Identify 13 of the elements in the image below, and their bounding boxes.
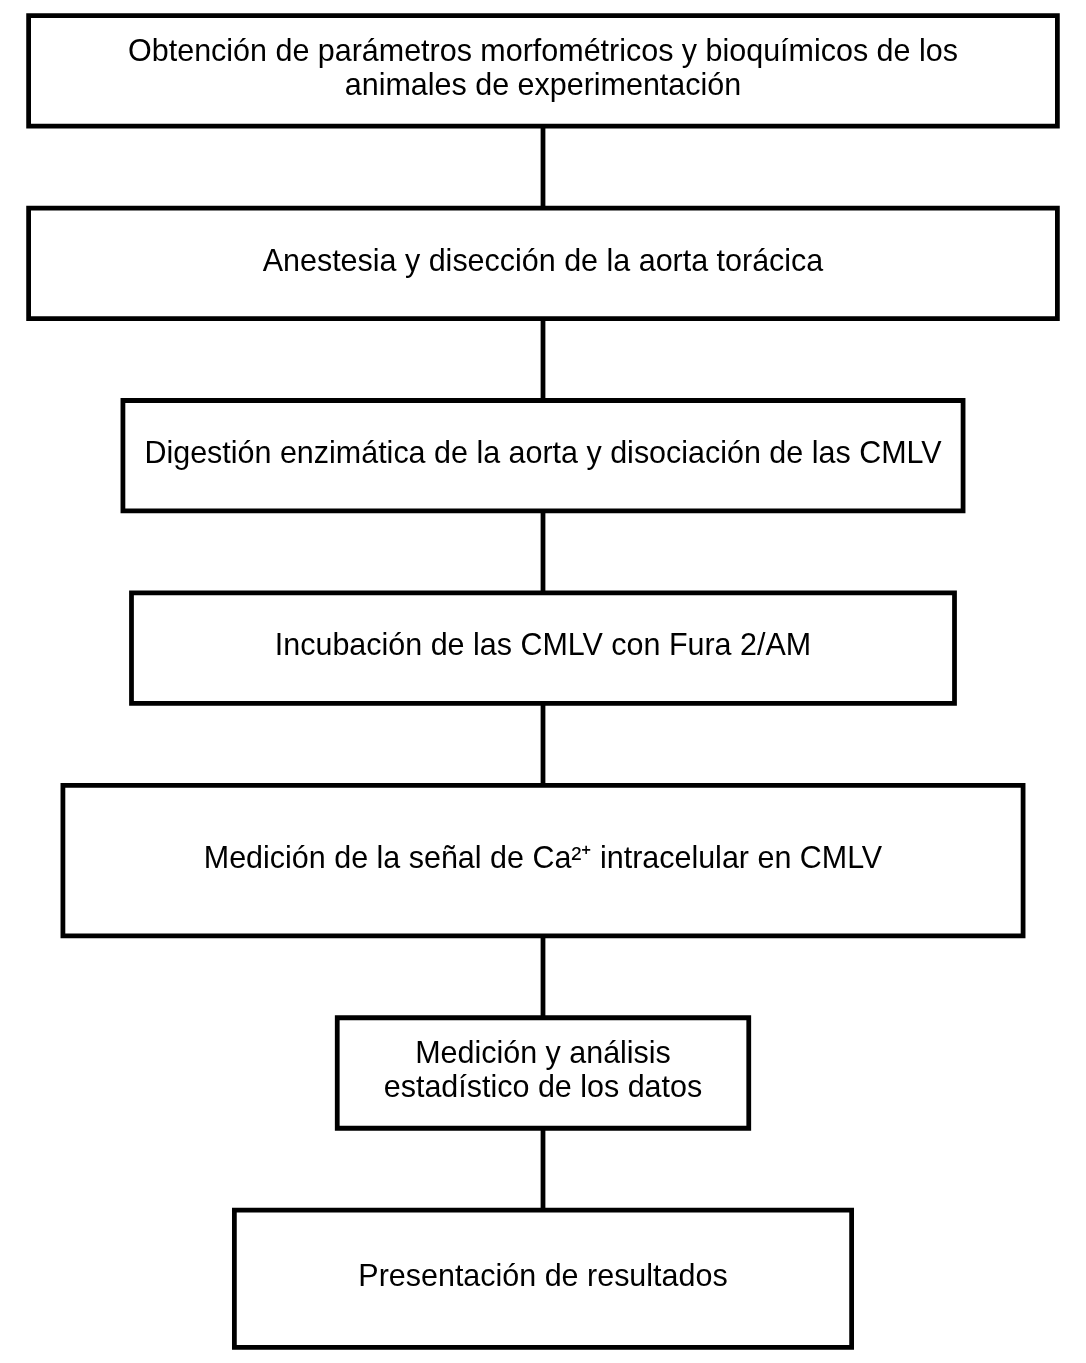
connector	[540, 319, 546, 401]
connector	[540, 511, 546, 593]
node-box: Incubación de las CMLV con Fura 2/AM	[129, 590, 957, 706]
node-box: Obtención de parámetros morfométricos y bioquímicos de los animales de experimentación	[26, 13, 1060, 129]
node-box: Medición y análisis estadístico de los datos	[334, 1015, 752, 1131]
connector	[540, 703, 546, 785]
node-box: Presentación de resultados	[232, 1207, 854, 1350]
connector	[540, 936, 546, 1018]
node-box: Medición de la señal de Ca²⁺ intracelular en CMLV	[60, 782, 1026, 939]
connector	[540, 126, 546, 208]
node-box: Anestesia y disección de la aorta torácica	[26, 205, 1060, 321]
node-box: Digestión enzimática de la aorta y disociación de las CMLV	[120, 398, 966, 514]
connector	[540, 1128, 546, 1210]
